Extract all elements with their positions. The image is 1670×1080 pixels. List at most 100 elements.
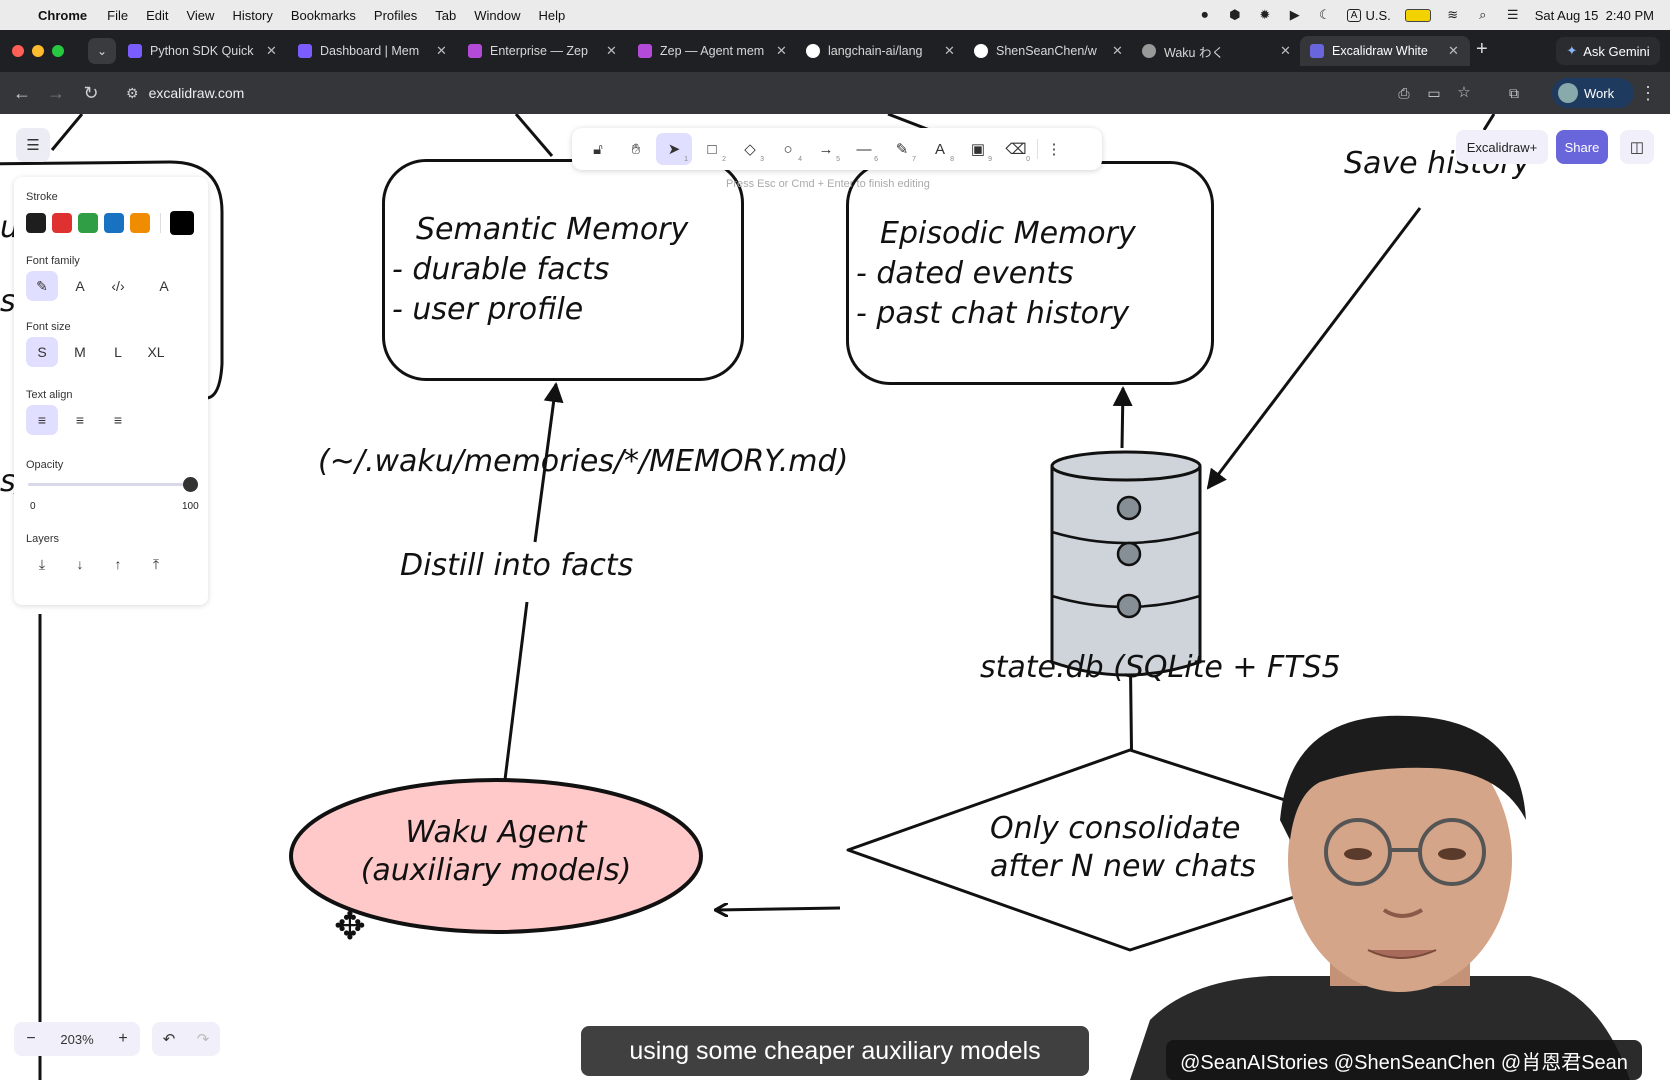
tool-more-button[interactable]: ⋮ xyxy=(1036,133,1072,165)
redo-button[interactable]: ↷ xyxy=(196,1031,210,1048)
moon-icon[interactable]: ☾ xyxy=(1318,7,1331,22)
menu-profiles[interactable]: Profiles xyxy=(373,7,418,23)
spotlight-icon[interactable]: ⌕ xyxy=(1479,7,1487,22)
back-button[interactable]: ← xyxy=(13,83,31,103)
align-right-button[interactable]: ≡ xyxy=(113,412,123,428)
stroke-swatch-red[interactable] xyxy=(52,213,72,233)
tab-close-icon[interactable]: ✕ xyxy=(1112,43,1123,58)
bring-forward-button[interactable]: ↑ xyxy=(114,556,122,572)
chrome-menu-icon[interactable]: ⋮ xyxy=(1639,83,1657,103)
ask-gemini-button[interactable]: ✦ Ask Gemini xyxy=(1556,37,1660,65)
tab-close-icon[interactable]: ✕ xyxy=(776,43,787,58)
font-more-button[interactable]: A xyxy=(159,278,169,294)
tab-dashboard[interactable]: Dashboard | Mem ✕ xyxy=(298,36,448,66)
font-size-m-button[interactable]: M xyxy=(74,344,86,360)
font-size-xl-button[interactable]: XL xyxy=(147,344,165,360)
omnibox[interactable]: ⚙ excalidraw.com xyxy=(120,78,1360,108)
zoom-out-button[interactable]: − xyxy=(26,1030,36,1047)
share-button[interactable]: Share xyxy=(1556,130,1608,164)
clock[interactable]: Sat Aug 15 2:40 PM xyxy=(1534,7,1654,23)
menu-window[interactable]: Window xyxy=(474,7,521,23)
distill-label[interactable]: Distill into facts xyxy=(400,548,634,583)
wifi-icon[interactable]: ≋ xyxy=(1447,7,1459,22)
menu-edit[interactable]: Edit xyxy=(146,7,169,23)
profile-button[interactable]: Work xyxy=(1552,78,1634,108)
semantic-memory-box[interactable] xyxy=(382,159,744,381)
extensions-icon[interactable]: ⧉ xyxy=(1509,85,1519,101)
stroke-swatch-green[interactable] xyxy=(78,213,98,233)
tab-langchain[interactable]: langchain-ai/lang ✕ xyxy=(806,36,956,66)
excalidraw-canvas[interactable]: Semantic Memory - durable facts - user p… xyxy=(0,114,1670,1080)
opacity-slider-track[interactable] xyxy=(28,483,190,486)
control-center-icon[interactable]: ☰ xyxy=(1506,7,1519,22)
stroke-swatch-orange[interactable] xyxy=(130,213,150,233)
font-code-button[interactable]: ‹/› xyxy=(111,278,125,294)
tab-close-icon[interactable]: ✕ xyxy=(436,43,447,58)
tool-eraser-button[interactable]: ⌫0 xyxy=(998,133,1038,165)
tool-lock-button[interactable]: 🔓︎ xyxy=(580,133,616,165)
tool-line-button[interactable]: —6 xyxy=(846,133,882,165)
main-menu-button[interactable]: ☰ xyxy=(16,128,50,162)
site-settings-icon[interactable]: ⚙ xyxy=(126,84,139,101)
memory-path-label[interactable]: (~/.waku/memories/*/MEMORY.md) xyxy=(318,444,849,479)
forward-button[interactable]: → xyxy=(47,83,65,103)
align-center-button[interactable]: ≡ xyxy=(75,412,85,428)
zoom-in-button[interactable]: + xyxy=(118,1030,128,1047)
tab-close-icon[interactable]: ✕ xyxy=(1280,43,1291,58)
send-to-back-button[interactable]: ⤓ xyxy=(38,555,46,572)
excalidraw-plus-button[interactable]: Excalidraw+ xyxy=(1456,130,1548,164)
undo-button[interactable]: ↶ xyxy=(162,1031,176,1048)
menu-history[interactable]: History xyxy=(232,7,273,23)
reload-button[interactable]: ↻ xyxy=(83,83,99,103)
stroke-swatch-blue[interactable] xyxy=(104,213,124,233)
battery-icon[interactable] xyxy=(1404,8,1431,22)
menu-view[interactable]: View xyxy=(186,7,215,23)
align-left-button[interactable]: ≡ xyxy=(26,405,58,435)
shield-icon[interactable]: ⬢ xyxy=(1229,7,1241,22)
decision-label[interactable]: Only consolidate after N new chats xyxy=(990,810,1256,886)
opacity-slider-knob[interactable] xyxy=(183,477,198,492)
install-icon[interactable]: ⎙ xyxy=(1398,85,1410,101)
tab-enterprise-zep[interactable]: Enterprise — Zep ✕ xyxy=(468,36,618,66)
sidebar-toggle-button[interactable]: ◫ xyxy=(1620,130,1654,164)
bring-to-front-button[interactable]: ⤒ xyxy=(152,555,160,572)
tab-shenseanchen[interactable]: ShenSeanChen/w ✕ xyxy=(974,36,1124,66)
font-size-s-button[interactable]: S xyxy=(26,337,58,367)
statedb-label[interactable]: state.db (SQLite + FTS5 xyxy=(980,650,1341,685)
cast-icon[interactable]: ▭ xyxy=(1427,85,1441,101)
current-stroke-swatch[interactable] xyxy=(170,211,194,235)
tab-close-icon[interactable]: ✕ xyxy=(266,43,277,58)
font-normal-button[interactable]: A xyxy=(75,278,85,294)
font-size-l-button[interactable]: L xyxy=(114,344,122,360)
tool-ellipse-button[interactable]: ○4 xyxy=(770,133,806,165)
menu-file[interactable]: File xyxy=(107,7,129,23)
menu-help[interactable]: Help xyxy=(538,7,566,23)
zoom-level[interactable]: 203% xyxy=(60,1031,94,1047)
agent-label[interactable]: Waku Agent (auxiliary models) xyxy=(350,814,642,890)
new-tab-button[interactable]: + xyxy=(1476,38,1488,60)
send-backward-button[interactable]: ↓ xyxy=(76,556,84,572)
tool-diamond-button[interactable]: ◇3 xyxy=(732,133,768,165)
minimize-window-button[interactable] xyxy=(32,45,44,57)
tab-close-icon[interactable]: ✕ xyxy=(606,43,617,58)
tab-waku[interactable]: Waku わく ✕ xyxy=(1142,36,1292,66)
tab-search-button[interactable]: ⌄ xyxy=(88,38,116,64)
episodic-memory-box[interactable] xyxy=(846,161,1214,385)
sparkle-icon[interactable]: ✹ xyxy=(1259,7,1271,22)
zoom-window-button[interactable] xyxy=(52,45,64,57)
tab-close-icon[interactable]: ✕ xyxy=(1448,43,1459,58)
menu-bookmarks[interactable]: Bookmarks xyxy=(290,7,356,23)
tab-close-icon[interactable]: ✕ xyxy=(944,43,955,58)
tool-image-button[interactable]: ▣9 xyxy=(960,133,996,165)
close-window-button[interactable] xyxy=(12,45,24,57)
tab-zep-agent[interactable]: Zep — Agent mem ✕ xyxy=(638,36,788,66)
font-hand-drawn-button[interactable]: ✎ xyxy=(26,271,58,301)
tool-arrow-button[interactable]: →5 xyxy=(808,133,844,165)
tool-hand-button[interactable]: ✋︎ xyxy=(618,133,654,165)
tab-python-sdk[interactable]: Python SDK Quick ✕ xyxy=(128,36,278,66)
menu-app-name[interactable]: Chrome xyxy=(38,7,88,23)
tool-draw-button[interactable]: ✎7 xyxy=(884,133,920,165)
menu-tab[interactable]: Tab xyxy=(435,7,457,23)
